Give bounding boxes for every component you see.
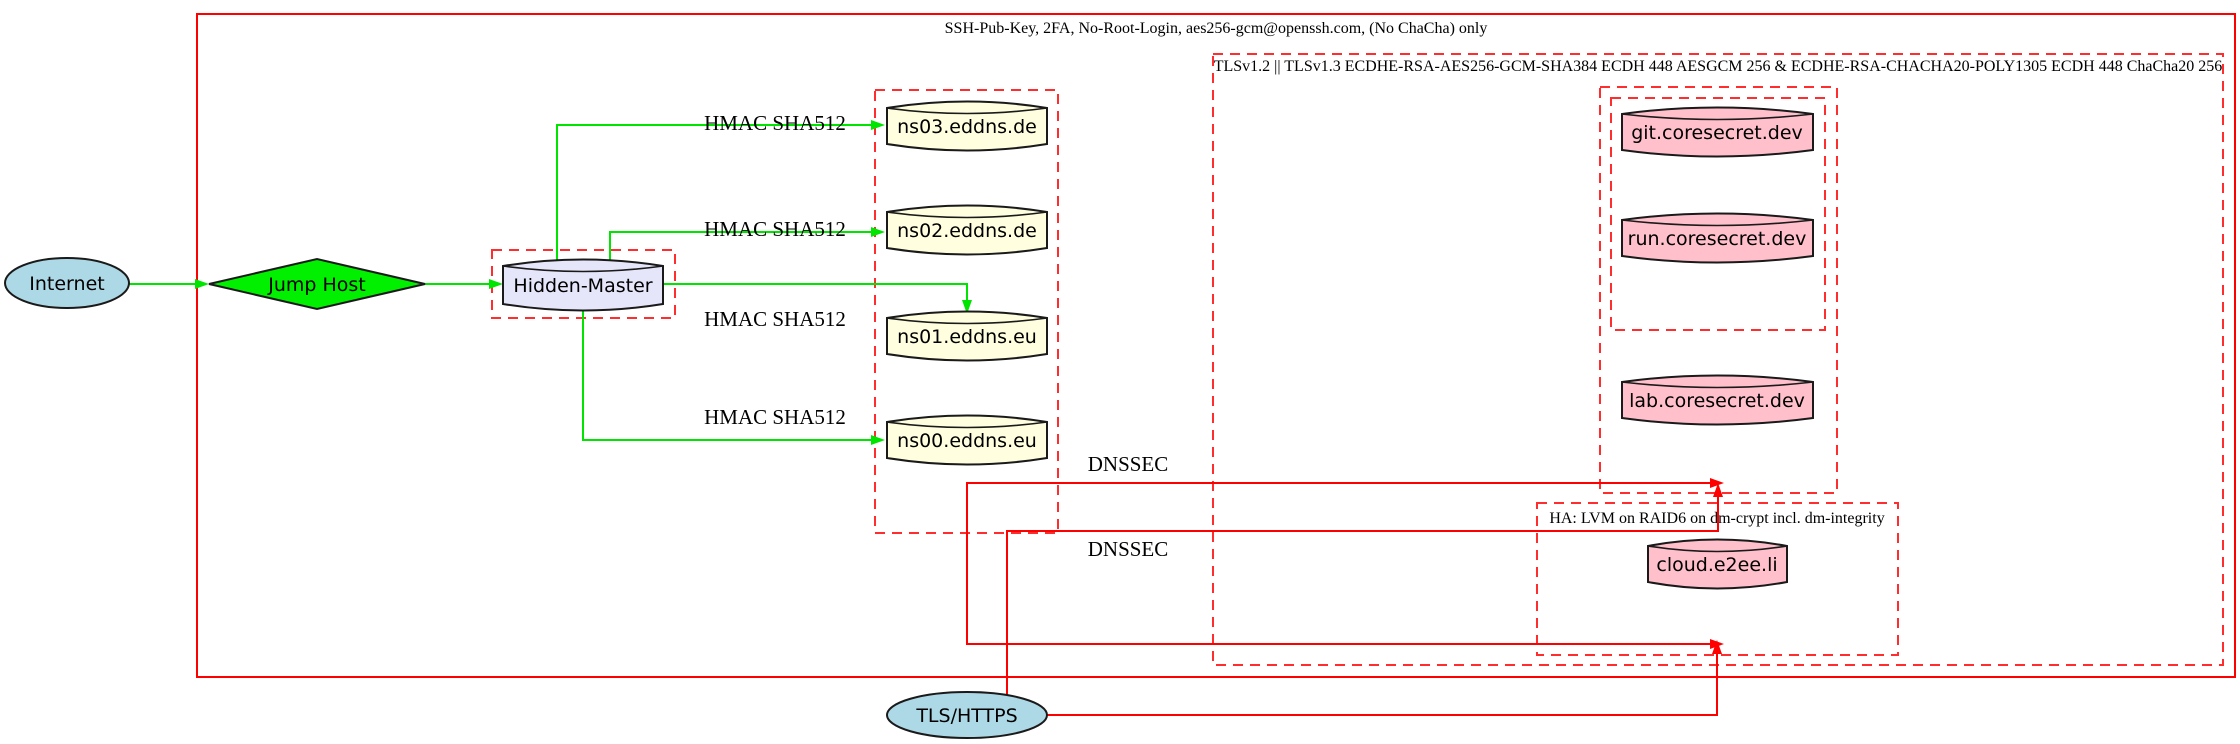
git-cylinder [1621,106,1814,158]
edge-dnssec-upper [966,482,1710,533]
arrowhead-up-coresecret [1713,483,1723,497]
edge-label-hmac-2: HMAC SHA512 [704,217,846,241]
run-cylinder-rim [1621,219,1814,227]
arrowhead-jumphost [195,279,209,289]
hidden-master-label: Hidden-Master [513,275,652,297]
edge-dnssec-lower [966,533,1710,645]
node-ns02: ns02.eddns.de [886,204,1048,256]
run-cylinder [1621,212,1814,264]
jump-host-label: Jump Host [267,274,366,296]
lab-cylinder [1621,374,1814,426]
ns01-label: ns01.eddns.eu [897,326,1037,348]
internet-ellipse [4,257,130,309]
arrowhead-hiddenmaster [489,279,503,289]
node-git: git.coresecret.dev [1621,106,1814,158]
lab-label: lab.coresecret.dev [1629,390,1805,412]
green-arrowheads [195,120,972,445]
arrowhead-right-lower [1710,639,1724,649]
arrowhead-ns01 [962,300,972,314]
cloud-cylinder-rim [1647,545,1788,553]
node-ns01: ns01.eddns.eu [886,310,1048,362]
edge-tlshttps-to-coresecret [1006,497,1719,695]
edge-label-hmac-3: HMAC SHA512 [704,307,846,331]
arrowhead-right-upper [1710,478,1724,488]
edge-hm-ns02 [609,231,871,261]
ns01-cylinder-rim [886,317,1048,325]
ns03-label: ns03.eddns.de [897,116,1037,138]
arrowhead-ns02 [871,227,885,237]
node-hidden-master: Hidden-Master [502,258,664,312]
edge-label-dnssec-2: DNSSEC [1088,537,1169,561]
node-cloud: cloud.e2ee.li [1647,538,1788,590]
ns00-cylinder [886,414,1048,466]
ns00-cylinder-rim [886,421,1048,429]
edge-hm-ns00 [582,309,871,441]
cluster-gitrun-box [1610,97,1826,331]
node-run: run.coresecret.dev [1621,212,1814,264]
arrowhead-ns03 [871,120,885,130]
green-edges [129,124,968,441]
cluster-ssh-label: SSH-Pub-Key, 2FA, No-Root-Login, aes256-… [945,20,1488,37]
ns00-label: ns00.eddns.eu [897,430,1037,452]
edge-hm-ns01 [663,283,968,300]
ns03-cylinder-rim [886,107,1048,115]
git-label: git.coresecret.dev [1631,122,1803,144]
cloud-label: cloud.e2ee.li [1656,554,1777,576]
arrowhead-up-ha [1712,640,1722,654]
node-ns00: ns00.eddns.eu [886,414,1048,466]
ns02-cylinder [886,204,1048,256]
hidden-master-cylinder [502,258,664,312]
tls-https-label: TLS/HTTPS [915,705,1017,727]
edge-label-hmac-4: HMAC SHA512 [704,405,846,429]
edge-label-dnssec-1: DNSSEC [1088,452,1169,476]
ns01-cylinder [886,310,1048,362]
lab-cylinder-rim [1621,381,1814,389]
ns02-label: ns02.eddns.de [897,220,1037,242]
cloud-cylinder [1647,538,1788,590]
jump-host-diamond [208,257,426,311]
arrowhead-ns00 [871,435,885,445]
edge-hm-ns03 [556,124,871,261]
git-cylinder-rim [1621,113,1814,121]
node-tls-https: TLS/HTTPS [886,691,1048,739]
edge-tlshttps-to-ha [1047,654,1718,716]
ns03-cylinder [886,100,1048,152]
ns02-cylinder-rim [886,211,1048,219]
tls-https-ellipse [886,691,1048,739]
node-ns03: ns03.eddns.de [886,100,1048,152]
cluster-tls-label: TLSv1.2 || TLSv1.3 ECDHE-RSA-AES256-GCM-… [1214,58,2223,75]
node-internet: Internet [4,257,130,309]
red-edges [966,482,1719,716]
node-jump-host: Jump Host [208,257,426,311]
run-label: run.coresecret.dev [1628,228,1807,250]
internet-label: Internet [29,273,104,295]
red-arrowheads [1710,478,1724,654]
node-lab: lab.coresecret.dev [1621,374,1814,426]
cluster-ssh-box [196,13,2236,678]
edge-label-hmac-1: HMAC SHA512 [704,111,846,135]
hidden-master-cylinder-rim [502,265,664,273]
